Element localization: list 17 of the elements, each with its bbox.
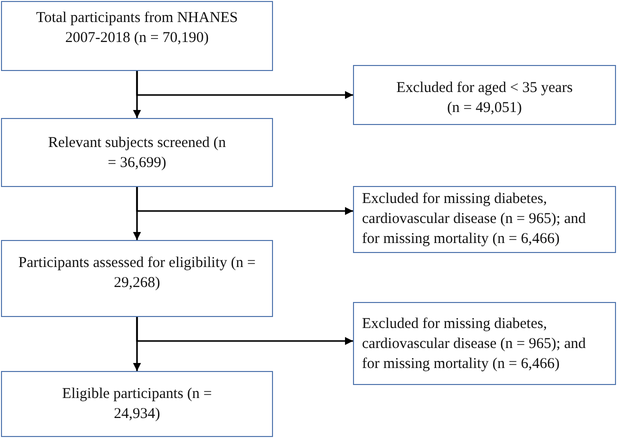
process-box (1, 1, 273, 71)
box-text: Total participants from NHANES 2007-2018 (n = 70,190) (35, 9, 239, 48)
arrow (136, 187, 353, 215)
process-box (353, 186, 616, 253)
arrow (136, 71, 353, 99)
process-box (1, 118, 273, 187)
box-text: Participants assessed for eligibility (n = 29,268) (17, 254, 257, 293)
process-box (353, 302, 616, 385)
box-text: Excluded for aged < 35 years (n = 49,051) (395, 79, 574, 118)
box-text: Relevant subjects screened (n = 36,699) (47, 134, 227, 173)
arrow (136, 317, 353, 345)
box-text: Excluded for missing diabetes, cardiovascular disease (n = 965); and for missing mortality (n = 6,466) (362, 315, 587, 374)
process-box (1, 240, 273, 317)
process-box (1, 371, 273, 437)
box-text: Eligible participants (n = 24,934) (61, 385, 213, 424)
box-text: Excluded for missing diabetes, cardiovascular disease (n = 965); and for missing mortality (n = 6,466) (362, 190, 587, 249)
process-box (353, 65, 616, 125)
